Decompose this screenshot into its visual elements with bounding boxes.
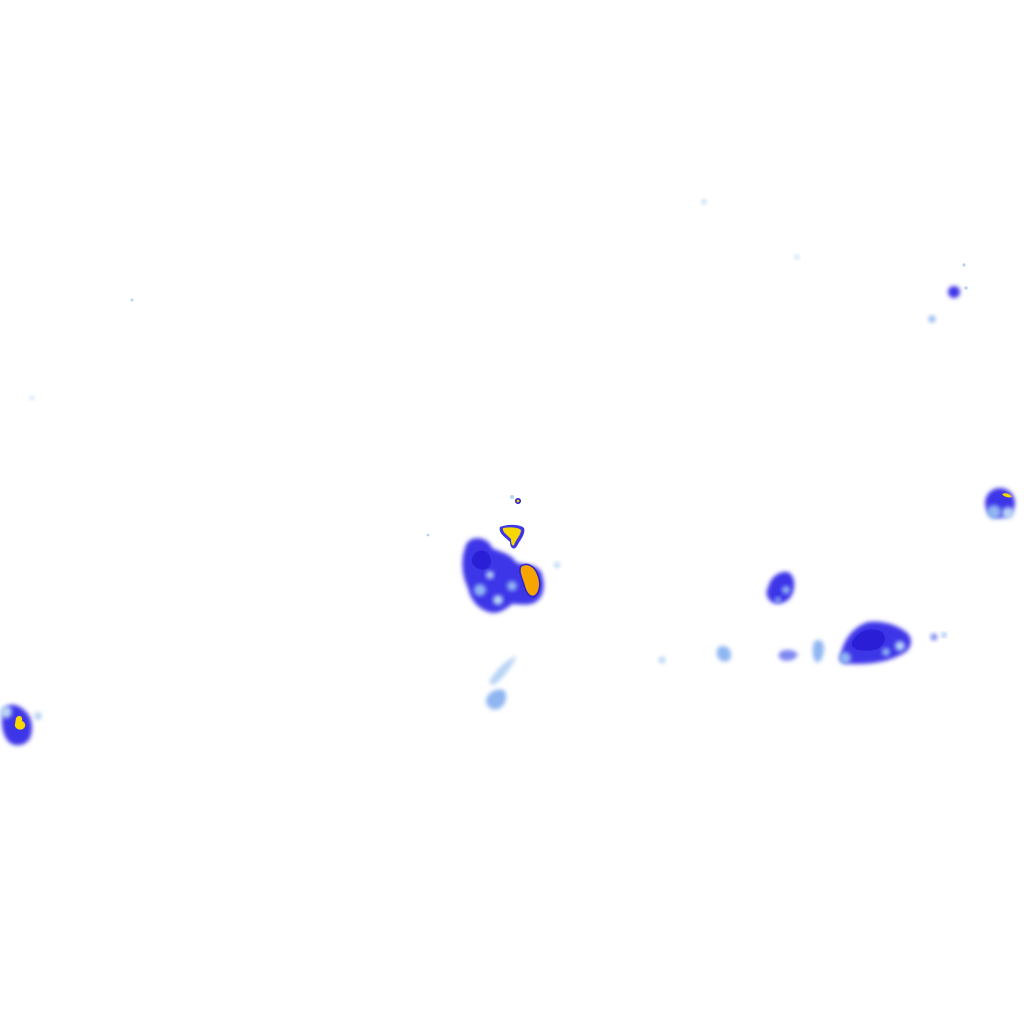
east-band-light (882, 648, 890, 656)
central-cell-core (471, 550, 492, 570)
east-band-speck (941, 632, 947, 638)
east-band-light (895, 641, 905, 651)
northeast-cells (701, 199, 968, 323)
west-cell-extreme (14, 715, 26, 730)
east-mid-cell (766, 571, 795, 604)
trace-speck (130, 298, 134, 302)
central-cell-gap (474, 584, 486, 596)
central-north-speck (510, 495, 514, 499)
northeast-speck (794, 254, 800, 260)
trace-speck (30, 396, 34, 400)
central-north-speck-core (516, 499, 520, 503)
east-band-light (839, 652, 851, 664)
central-cell-gap (486, 571, 494, 579)
west-edge-cell (0, 704, 42, 746)
central-north-extreme (502, 527, 521, 546)
east-edge-light (987, 505, 1001, 519)
east-mid-light (775, 597, 781, 603)
shower-speck (554, 562, 560, 568)
south-central-streak (489, 656, 516, 685)
east-mid-light (782, 586, 790, 594)
east-edge-light (1002, 507, 1014, 519)
northeast-speck (701, 199, 707, 205)
east-mid-heavy (766, 571, 795, 604)
northeast-light (928, 315, 936, 323)
northeast-speck (964, 286, 968, 290)
south-central-light (486, 689, 507, 710)
northeast-speck (962, 263, 966, 267)
western-traces (30, 298, 430, 537)
east-band-speck (930, 633, 938, 641)
central-cell-extreme (519, 563, 541, 598)
shower-cell (778, 649, 798, 661)
shower-cell (716, 646, 732, 662)
west-cell-light (0, 706, 12, 718)
central-north-cell (499, 495, 525, 549)
scattered-showers (554, 562, 824, 664)
northeast-heavy (948, 286, 960, 298)
central-cell (462, 538, 544, 613)
south-central-cell (486, 656, 516, 710)
central-cell-gap (507, 581, 517, 591)
shower-speck (658, 656, 666, 664)
shower-cell (812, 640, 824, 663)
east-band-core (851, 629, 885, 651)
west-cell-light (34, 712, 42, 720)
east-edge-cell (985, 488, 1015, 519)
trace-speck (426, 533, 430, 537)
east-band-cell (839, 621, 947, 664)
central-cell-gap (493, 595, 503, 605)
east-edge-extreme (1002, 493, 1012, 498)
